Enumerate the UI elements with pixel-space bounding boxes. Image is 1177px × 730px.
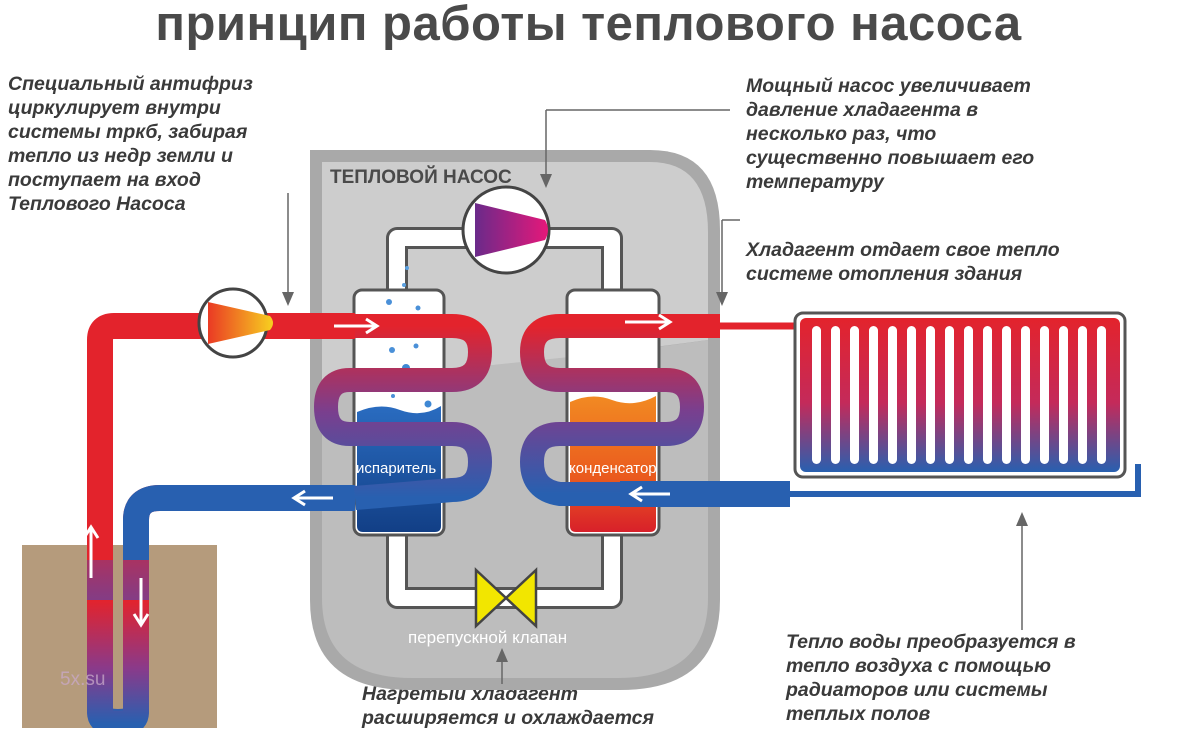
watermark: 5x.su: [60, 669, 105, 690]
condenser-label: конденсатор: [569, 460, 657, 477]
ground-loop-pump-icon: [197, 287, 273, 359]
heat-pump-housing: [310, 150, 720, 690]
note-antifreeze: Специальный антифриз циркулирует внутри …: [8, 73, 253, 215]
heat-pump-housing-inner: [322, 162, 708, 386]
note-compressor: Мощный насос увеличивает давление хладаг…: [746, 75, 1035, 193]
evaporator-label: испаритель: [356, 460, 436, 477]
radiator: [793, 311, 1127, 479]
expansion-valve-icon: [474, 567, 538, 629]
note-heat-release: Хладагент отдает свое тепло системе отоп…: [746, 239, 1060, 285]
valve-label: перепускной клапан: [408, 628, 567, 647]
flow-arrows: [82, 313, 673, 628]
condenser: [565, 288, 661, 537]
evaporator: [352, 288, 446, 537]
note-expansion: Нагретый хладагент расширяется и охлажда…: [362, 683, 655, 729]
page-title: принцип работы теплового насоса: [155, 0, 1022, 51]
ground-block: [22, 545, 217, 728]
callout-lines: [287, 109, 1023, 684]
note-radiators: Тепло воды преобразуется в тепло воздуха…: [786, 631, 1076, 725]
unit-label: ТЕПЛОВОЙ НАСОС: [330, 166, 512, 188]
compressor-icon: [461, 185, 551, 275]
radiator-fins: [812, 326, 1106, 464]
